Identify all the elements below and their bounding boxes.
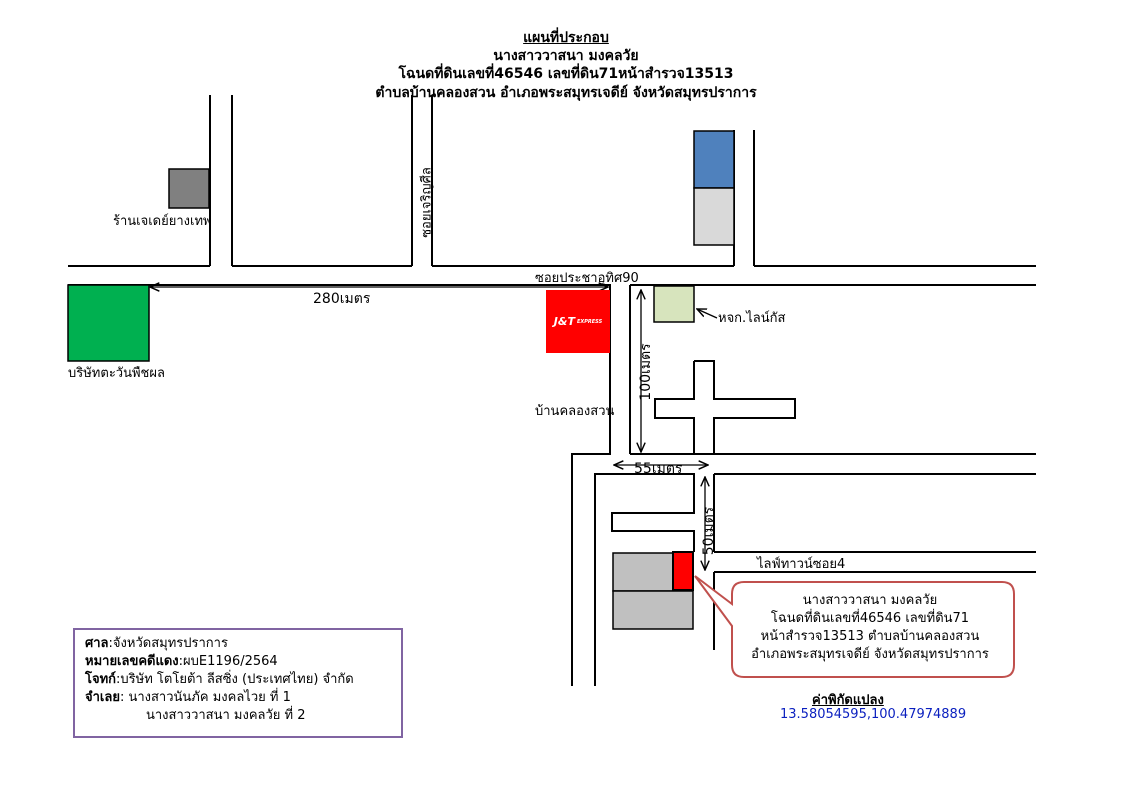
target-plot [672,551,694,591]
gray-block-bottom [612,590,694,630]
defendant-label: จำเลย [85,690,120,705]
company-green-block [67,284,150,362]
tire-shop-label: ร้านเจเดย์ยางเทพ [113,214,212,229]
callout-line-3: หน้าสำรวจ13513 ตำบลบ้านคลองสวน [760,629,980,644]
callout-line-1: นางสาววาสนา มงคลวัย [802,593,938,608]
company-green-label: บริษัทตะวันพืชผล [68,366,165,381]
callout-line-2: โฉนดที่ดินเลขที่46546 เลขที่ดิน71 [770,611,970,626]
case-value: :ผบE1196/2564 [178,654,278,669]
map-heading: แผนที่ประกอบ [523,30,609,46]
lines-plus-block [653,285,695,323]
tire-shop-block [168,168,210,209]
distance-280-label: 280เมตร [313,291,371,307]
owner-name: นางสาววาสนา มงคลวัย [493,48,639,64]
callout-line-4: อำเภอพระสมุทรเจดีย์ จังหวัดสมุทรปราการ [751,647,989,662]
life-town-label: ไลฟ์ทาวน์ซอย4 [757,557,846,572]
distance-55-label: 55เมตร [634,461,683,477]
lines-plus-pointer [697,309,718,319]
road-edge [594,473,695,686]
soi-pracha-label: ซอยประชาอุทิศ90 [535,271,639,286]
callout-balloon [694,575,1015,678]
jt-logo-sub: EXPRESS [576,318,603,325]
plaintiff-label: โจทก์ [85,672,117,687]
lines-plus-label: หจก.ไลน์กัส [718,311,786,326]
distance-100-label: 100เมตร [638,343,654,401]
distance-50-label: 50เมตร [701,506,717,556]
court-row: ศาล:จังหวัดสมุทรปราการ [85,635,391,653]
defendant-2: นางสาววาสนา มงคลวัย ที่ 2 [146,708,306,723]
case-row: หมายเลขคดีแดง:ผบE1196/2564 [85,653,391,671]
deed-info: โฉนดที่ดินเลขที่46546 เลขที่ดิน71หน้าสำร… [398,66,734,82]
blue-block [693,130,735,189]
callout-text: นางสาววาสนา มงคลวัย โฉนดที่ดินเลขที่4654… [726,582,1014,677]
case-label: หมายเลขคดีแดง [85,654,179,669]
gray-block-left [612,552,674,592]
court-label: ศาล [85,636,109,651]
coordinates-heading: ค่าพิกัดแปลง [812,693,884,708]
defendant-1: : นางสาวนันภัค มงคลไวย ที่ 1 [119,690,291,705]
plaintiff-row: โจทก์:บริษัท โตโยต้า ลีสซิ่ง (ประเทศไทย)… [85,671,391,689]
case-info-box: ศาล:จังหวัดสมุทรปราการ หมายเลขคดีแดง:ผบE… [73,628,403,738]
ban-khlong-suan-label: บ้านคลองสวน [535,404,615,419]
jt-logo: J&T [553,315,575,328]
cross-road [654,360,796,454]
gray-block-top-right [693,187,735,246]
defendant-row: จำเลย: นางสาวนันภัค มงคลไวย ที่ 1 [85,689,391,707]
location-info: ตำบลบ้านคลองสวน อำเภอพระสมุทรเจดีย์ จังห… [375,85,757,101]
court-value: :จังหวัดสมุทรปราการ [108,636,228,651]
plaintiff-value: :บริษัท โตโยต้า ลีสซิ่ง (ประเทศไทย) จำกั… [116,672,354,687]
soi-charoen-label: ซอยเจริญศีล [419,167,435,238]
coordinates-value: 13.58054595,100.47974889 [780,707,967,722]
